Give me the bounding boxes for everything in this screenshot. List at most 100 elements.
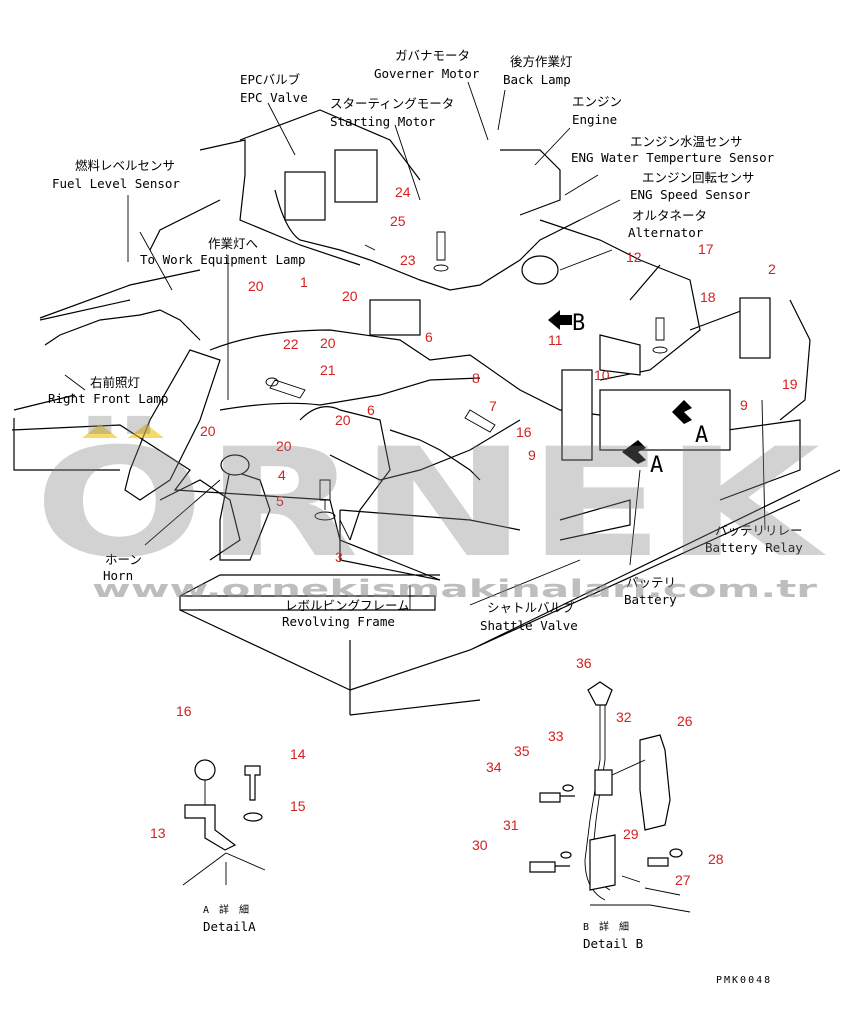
battery-label-jp: バッテリ <box>626 575 676 590</box>
epc-bracket <box>284 171 326 221</box>
bolt-27 <box>647 857 669 867</box>
marker-a-2: A <box>650 453 663 478</box>
boom-bracket-left <box>124 349 221 501</box>
bolt-7 <box>464 409 496 433</box>
starting-motor-body <box>369 299 421 336</box>
callout-4: 4 <box>278 467 286 483</box>
detail-a-label-jp: A 詳 細 <box>203 903 251 916</box>
right-front-lamp-label-jp: 右前照灯 <box>90 375 140 390</box>
callout-28: 28 <box>708 851 724 867</box>
alternator-body <box>521 255 559 285</box>
work-lamp-label-en: To Work Equipment Lamp <box>140 252 306 267</box>
bracket-13 <box>184 804 237 851</box>
eng-water-sensor-label-en: ENG Water Temperture Sensor <box>571 150 775 165</box>
bolt-25 <box>436 231 446 261</box>
callout-29: 29 <box>623 826 639 842</box>
callout-17: 17 <box>698 241 714 257</box>
callout-33: 33 <box>548 728 564 744</box>
washer-23 <box>433 264 449 272</box>
callout-22: 22 <box>283 336 299 352</box>
solenoid-body <box>599 334 641 376</box>
eng-water-sensor-label-jp: エンジン水温センサ <box>630 134 743 149</box>
callout-35: 35 <box>514 743 530 759</box>
arrow-a-marker-2 <box>622 440 646 464</box>
callout-19: 19 <box>782 376 798 392</box>
callout-6b: 6 <box>367 402 375 418</box>
callout-26: 26 <box>677 713 693 729</box>
battery-relay-body <box>739 297 771 359</box>
watermark-url: www.ornekismakinalari.com.tr <box>92 575 817 603</box>
callout-5: 5 <box>276 493 284 509</box>
back-lamp-label-en: Back Lamp <box>503 72 571 87</box>
callout-11: 11 <box>548 332 563 348</box>
washer-5 <box>314 511 336 521</box>
connector-36 <box>587 681 613 706</box>
callout-3: 3 <box>335 549 343 565</box>
arrow-b-marker <box>548 310 572 330</box>
pipe-4 <box>329 419 521 481</box>
epc-valve-label-jp: EPCバルブ <box>240 72 301 87</box>
bolt-21 <box>269 379 306 399</box>
callout-15: 15 <box>290 798 306 814</box>
callout-12: 12 <box>626 249 642 265</box>
bolt-17 <box>655 317 665 341</box>
callout-9b: 9 <box>740 397 748 413</box>
callout-18: 18 <box>700 289 716 305</box>
alternator-label-en: Alternator <box>628 225 704 240</box>
battery-relay-label-en: Battery Relay <box>705 540 803 555</box>
callout-7: 7 <box>489 398 497 414</box>
pipe-1 <box>209 329 601 416</box>
engine-outline <box>239 109 701 381</box>
callout-25: 25 <box>390 213 406 229</box>
shuttle-valve-label-en: Shattle Valve <box>480 618 578 633</box>
detail-b-label-en: Detail B <box>583 936 643 951</box>
bolt-34 <box>539 792 575 803</box>
eng-speed-sensor-label-jp: エンジン回転センサ <box>642 170 755 185</box>
shuttle-valve-label-jp: シャトルバルブ <box>487 600 575 615</box>
callout-14: 14 <box>290 746 306 762</box>
callout-9a: 9 <box>528 447 536 463</box>
work-lamp-label-jp: 作業灯へ <box>208 236 258 251</box>
callout-20b: 20 <box>342 288 358 304</box>
horn-body <box>220 454 250 476</box>
callout-8: 8 <box>472 370 480 386</box>
bolt-4 <box>319 479 331 510</box>
callout-21: 21 <box>320 362 336 378</box>
callout-2: 2 <box>768 261 776 277</box>
callout-13: 13 <box>150 825 166 841</box>
callout-23: 23 <box>400 252 416 268</box>
callout-24: 24 <box>395 184 411 200</box>
marker-a-1: A <box>695 423 708 448</box>
engine-label-en: Engine <box>572 112 617 127</box>
watermark-brand: ÖRNEK <box>34 415 826 591</box>
callout-1: 1 <box>300 274 308 290</box>
epc-valve-label-en: EPC Valve <box>240 90 308 105</box>
callout-16b: 16 <box>516 424 532 440</box>
washer-22 <box>265 377 279 387</box>
callout-20d: 20 <box>335 412 351 428</box>
frame-lower-skirt <box>179 469 841 716</box>
callout-36: 36 <box>576 655 592 671</box>
plate-29 <box>589 834 616 891</box>
callout-32: 32 <box>616 709 632 725</box>
right-front-lamp-label-en: Right Front Lamp <box>48 391 168 406</box>
callout-20c: 20 <box>320 335 336 351</box>
starting-motor-label-jp: スターティングモータ <box>330 96 454 111</box>
revolving-frame-label-jp: レボルビングフレーム <box>285 598 410 613</box>
back-lamp-label-jp: 後方作業灯 <box>510 54 573 69</box>
eng-speed-sensor-label-en: ENG Speed Sensor <box>630 187 751 202</box>
fuel-level-sensor-label-en: Fuel Level Sensor <box>52 176 180 191</box>
governor-motor-label-en: Governer Motor <box>374 66 480 81</box>
battery-right <box>599 389 731 451</box>
harness-left <box>44 309 201 346</box>
clamp-16 <box>194 759 216 781</box>
revolving-frame-outline <box>11 299 331 501</box>
arrow-a-marker-1 <box>672 400 692 424</box>
leader-lines <box>64 81 766 610</box>
callout-20a: 20 <box>248 278 264 294</box>
battery-label-en: Battery <box>624 592 677 607</box>
detail-b-label-jp: B 詳 細 <box>583 920 631 933</box>
callout-27: 27 <box>675 872 691 888</box>
